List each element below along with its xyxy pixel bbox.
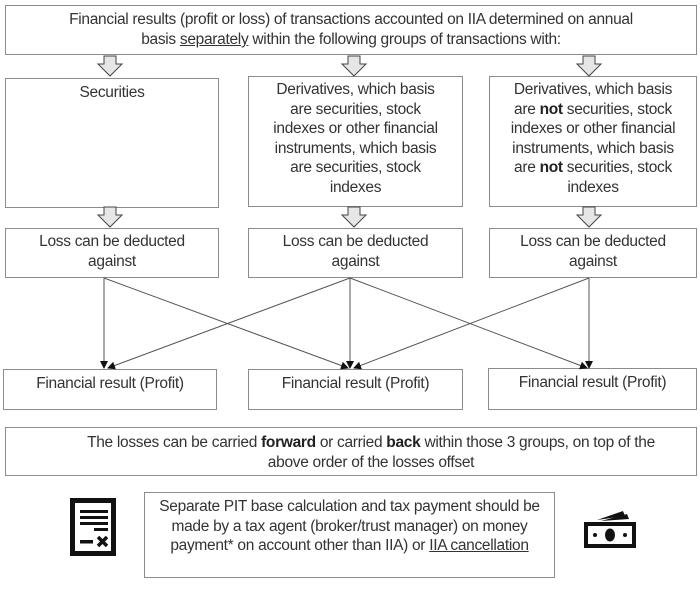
profit-label: Financial result (Profit) <box>36 375 184 392</box>
iia-cancellation-underlined: IIA cancellation <box>429 537 529 554</box>
loss-box-3: Loss can be deducted against <box>489 228 697 278</box>
deduction-arrow-2-to-3 <box>349 277 588 370</box>
header-text: within the following groups of transacti… <box>248 31 561 48</box>
separately-underlined: separately <box>179 31 249 48</box>
loss-label: Loss can be deducted against <box>520 233 666 270</box>
loss-label: Loss can be deducted against <box>282 233 429 270</box>
header-line-1: Financial results (profit or loss) of tr… <box>69 11 633 28</box>
deduction-arrows <box>100 277 593 370</box>
emphasis-back: back <box>386 434 421 451</box>
deduction-arrow-1-to-2 <box>103 277 349 370</box>
group-box-derivatives-securities: Derivatives, which basis are securities,… <box>248 76 463 207</box>
pit-note: Separate PIT base calculation and tax pa… <box>144 492 555 578</box>
money-bill-icon <box>584 511 636 548</box>
header-text: basis <box>141 31 180 48</box>
block-arrows <box>96 55 603 228</box>
deduction-arrow-2-to-1 <box>107 277 351 370</box>
group-label: Derivatives, which basis are <box>513 81 673 118</box>
loss-label: Loss can be deducted against <box>39 233 185 270</box>
loss-box-2: Loss can be deducted against <box>248 228 463 278</box>
emphasis-forward: forward <box>261 434 316 451</box>
emphasis-not: not <box>539 100 564 118</box>
emphasis-not: not <box>539 159 564 176</box>
group-label: securities, stock indexes <box>562 159 672 196</box>
loss-box-1: Loss can be deducted against <box>5 228 219 278</box>
down-arrow-to-loss-1 <box>96 206 124 228</box>
down-arrow-to-group-1 <box>96 55 124 77</box>
profit-box-2: Financial result (Profit) <box>248 369 463 410</box>
note-text: The losses can be carried <box>87 434 262 451</box>
header-line-2: basis separately within the following gr… <box>6 30 696 50</box>
note-text: Separate PIT base calculation and tax pa… <box>159 498 540 554</box>
profit-label: Financial result (Profit) <box>281 375 430 392</box>
group-box-securities: Securities <box>5 78 219 208</box>
down-arrow-to-loss-2 <box>340 206 368 228</box>
note-text: or carried <box>315 434 387 451</box>
header-box: Financial results (profit or loss) of tr… <box>5 5 697 55</box>
group-box-derivatives-non-securities: Derivatives, which basis are not securit… <box>489 76 697 207</box>
tax-document-icon <box>70 498 116 556</box>
down-arrow-to-group-2 <box>340 55 368 77</box>
group-label: Derivatives, which basis are securities,… <box>273 81 438 196</box>
group-label: securities, stock indexes or other finan… <box>510 100 676 177</box>
deduction-arrow-3-to-2 <box>353 277 590 370</box>
profit-box-3: Financial result (Profit) <box>488 368 697 410</box>
profit-box-1: Financial result (Profit) <box>3 369 217 410</box>
note-text: within those 3 groups, on top of the abo… <box>267 434 655 471</box>
profit-label: Financial result (Profit) <box>518 374 667 391</box>
down-arrow-to-group-3 <box>575 55 603 77</box>
down-arrow-to-loss-3 <box>575 206 603 228</box>
group-label: Securities <box>79 84 145 101</box>
carry-forward-note: The losses can be carried forward or car… <box>5 427 697 476</box>
